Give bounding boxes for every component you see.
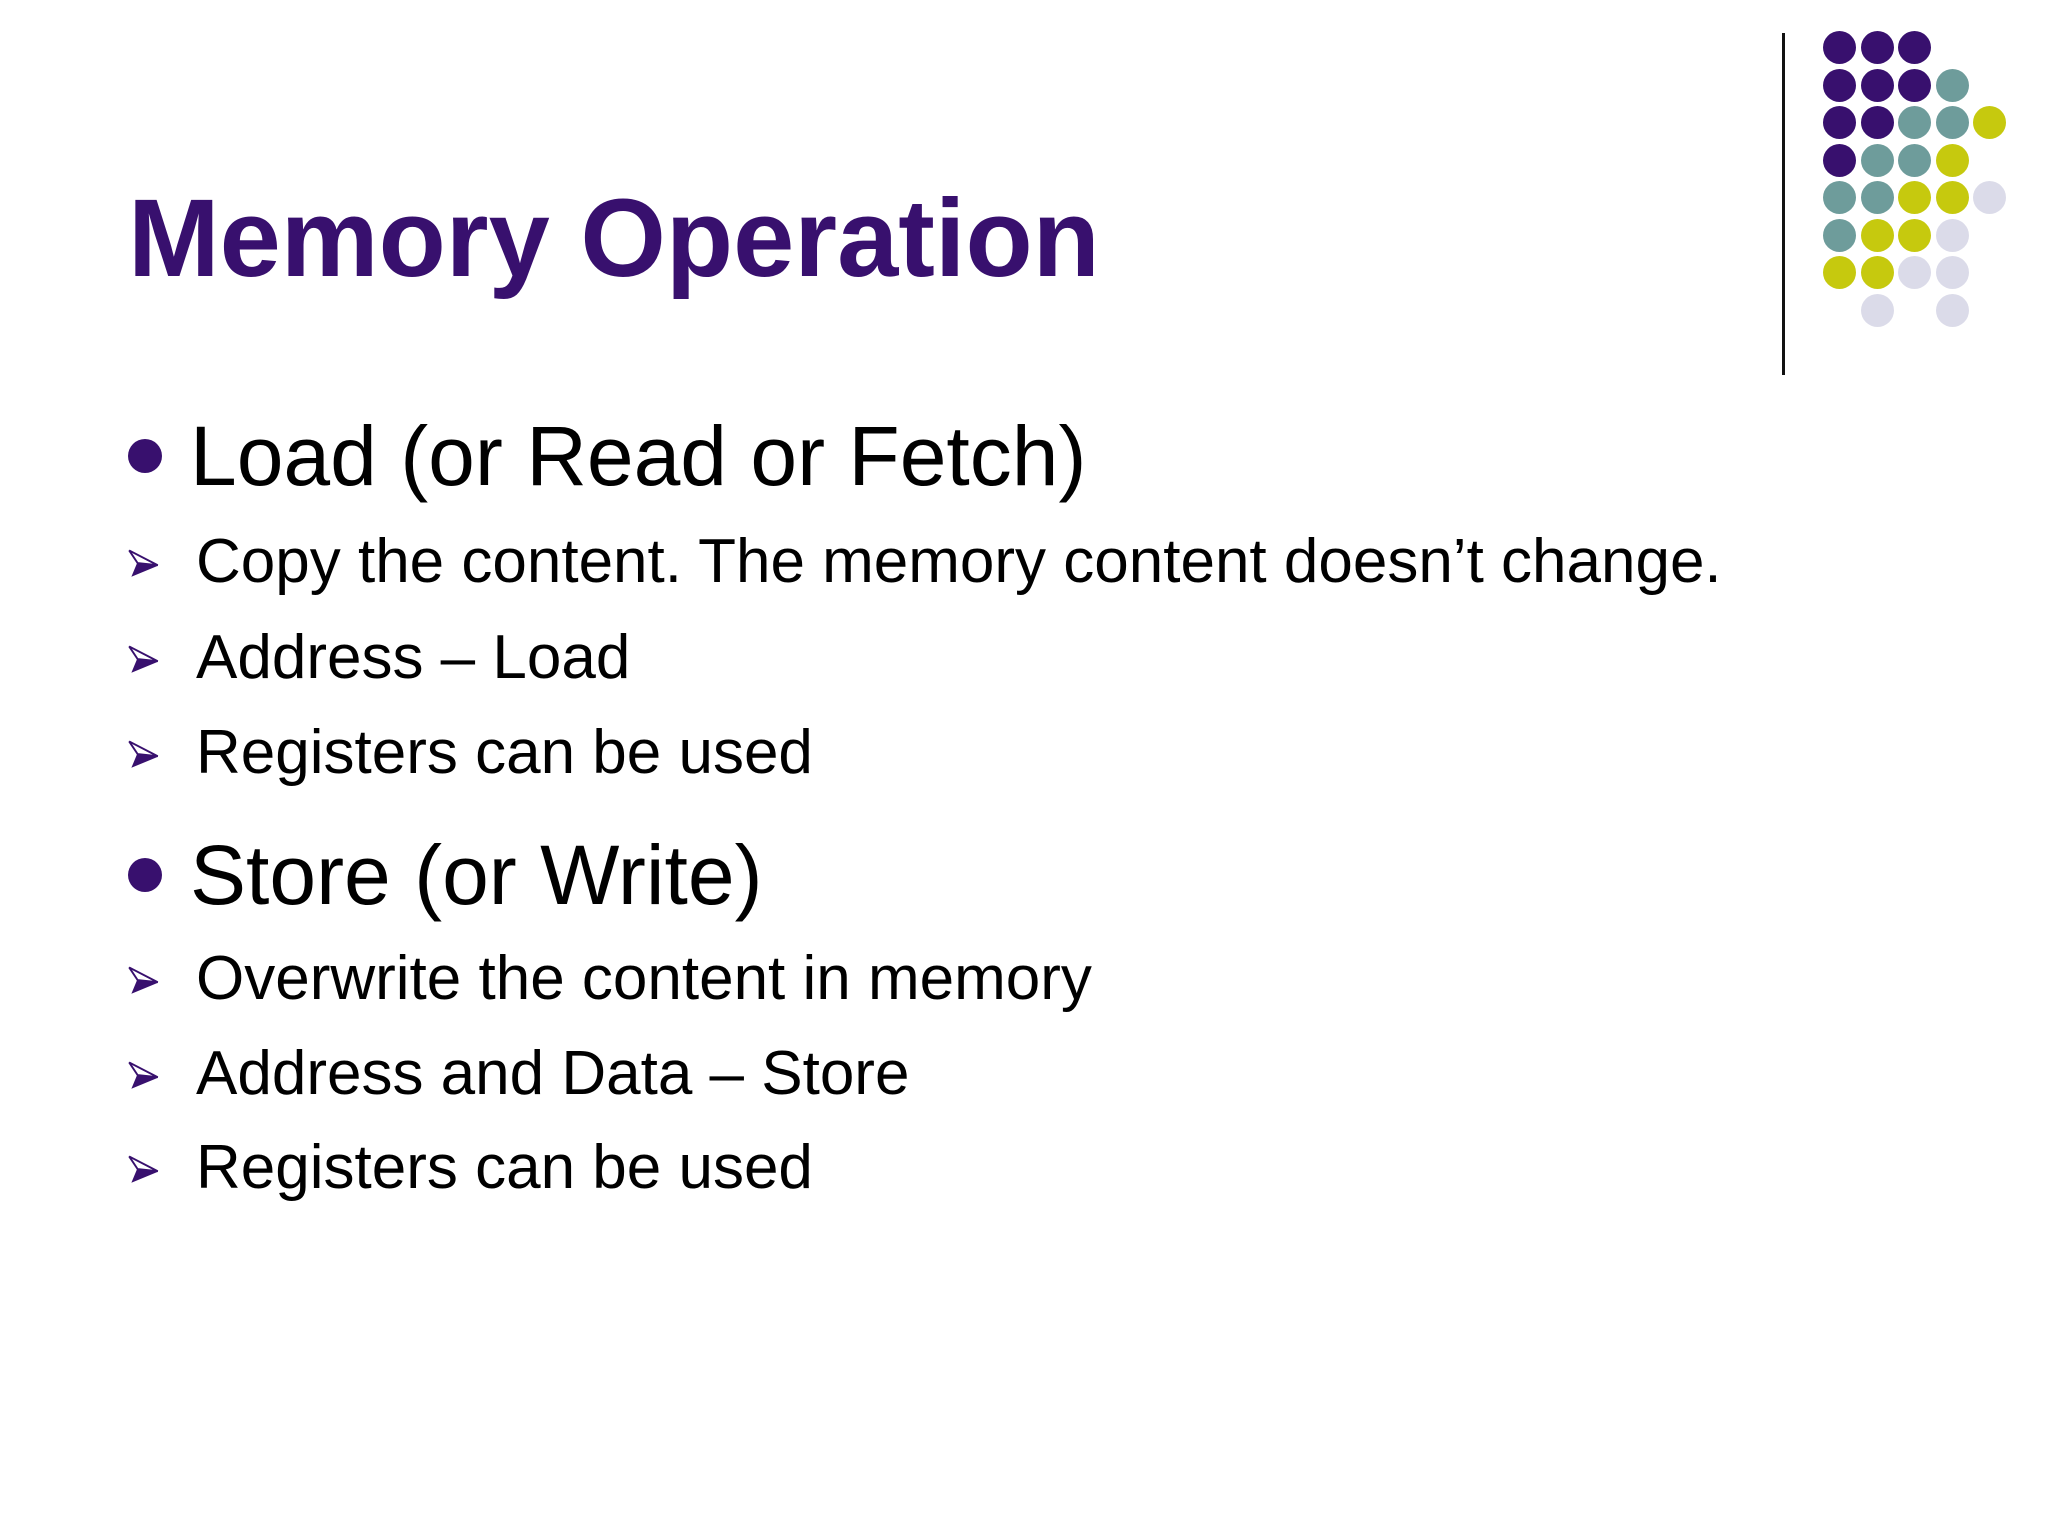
bullet-text: Store (or Write) <box>190 827 763 922</box>
decoration-dot <box>1823 106 1856 139</box>
bullet-text: Load (or Read or Fetch) <box>190 408 1087 503</box>
decoration-dot <box>1860 293 1894 327</box>
decoration-dot <box>1823 143 1856 177</box>
decoration-dot <box>1935 106 1969 139</box>
bullet-item: Overwrite the content in memory <box>0 939 2048 1017</box>
arrow-bullet-icon <box>128 1061 159 1089</box>
decoration-dot <box>1823 181 1856 214</box>
circle-bullet-icon <box>128 439 162 473</box>
decoration-dot <box>1823 68 1856 102</box>
decoration-dot <box>1898 68 1931 102</box>
bullet-text: Registers can be used <box>196 717 813 787</box>
circle-bullet-icon <box>128 858 162 892</box>
decoration-dot <box>1860 106 1894 139</box>
decoration-dot <box>1823 218 1856 252</box>
decoration-dot <box>1860 218 1894 252</box>
decoration-dot <box>1898 218 1931 252</box>
decoration-dot <box>1935 143 1969 177</box>
decoration-dot <box>1898 181 1931 214</box>
decoration-dot <box>1860 181 1894 214</box>
arrow-bullet-icon <box>128 549 159 577</box>
decoration-dot <box>1898 256 1931 289</box>
decoration-dot <box>1935 68 1969 102</box>
arrow-bullet-icon <box>128 645 159 673</box>
arrow-bullet-icon <box>128 966 159 994</box>
decoration-dot <box>1860 256 1894 289</box>
decoration-dot <box>1860 31 1894 64</box>
decoration-dot <box>1898 143 1931 177</box>
decoration-dot <box>1898 106 1931 139</box>
bullet-item: Load (or Read or Fetch) <box>0 404 2048 508</box>
decoration-dot <box>1973 106 2006 139</box>
arrow-bullet-icon <box>128 740 159 768</box>
decoration-dot <box>1823 31 1856 64</box>
decoration-dot <box>1823 256 1856 289</box>
bullet-text: Registers can be used <box>196 1132 813 1202</box>
bullet-item: Registers can be used <box>0 713 2048 791</box>
bullet-item: Store (or Write) <box>0 823 2048 927</box>
decoration-dot <box>1973 181 2006 214</box>
decoration-dot <box>1860 143 1894 177</box>
bullet-item: Address – Load <box>0 618 2048 696</box>
decoration-dot <box>1898 31 1931 64</box>
bullet-text: Address and Data – Store <box>196 1038 910 1108</box>
bullet-text: Copy the content. The memory content doe… <box>196 526 1722 596</box>
bullet-text: Overwrite the content in memory <box>196 943 1092 1013</box>
decoration-dot <box>1935 256 1969 289</box>
bullet-item: Registers can be used <box>0 1128 2048 1206</box>
bullet-item: Address and Data – Store <box>0 1034 2048 1112</box>
bullet-item: Copy the content. The memory content doe… <box>0 522 2048 600</box>
bullet-text: Address – Load <box>196 622 631 692</box>
page-title: Memory Operation <box>128 177 1100 300</box>
decoration-dot <box>1935 293 1969 327</box>
decoration-vertical-line <box>1782 33 1785 375</box>
arrow-bullet-icon <box>128 1155 159 1183</box>
decoration-dot <box>1935 218 1969 252</box>
decoration-dot <box>1860 68 1894 102</box>
decoration-dot <box>1935 181 1969 214</box>
